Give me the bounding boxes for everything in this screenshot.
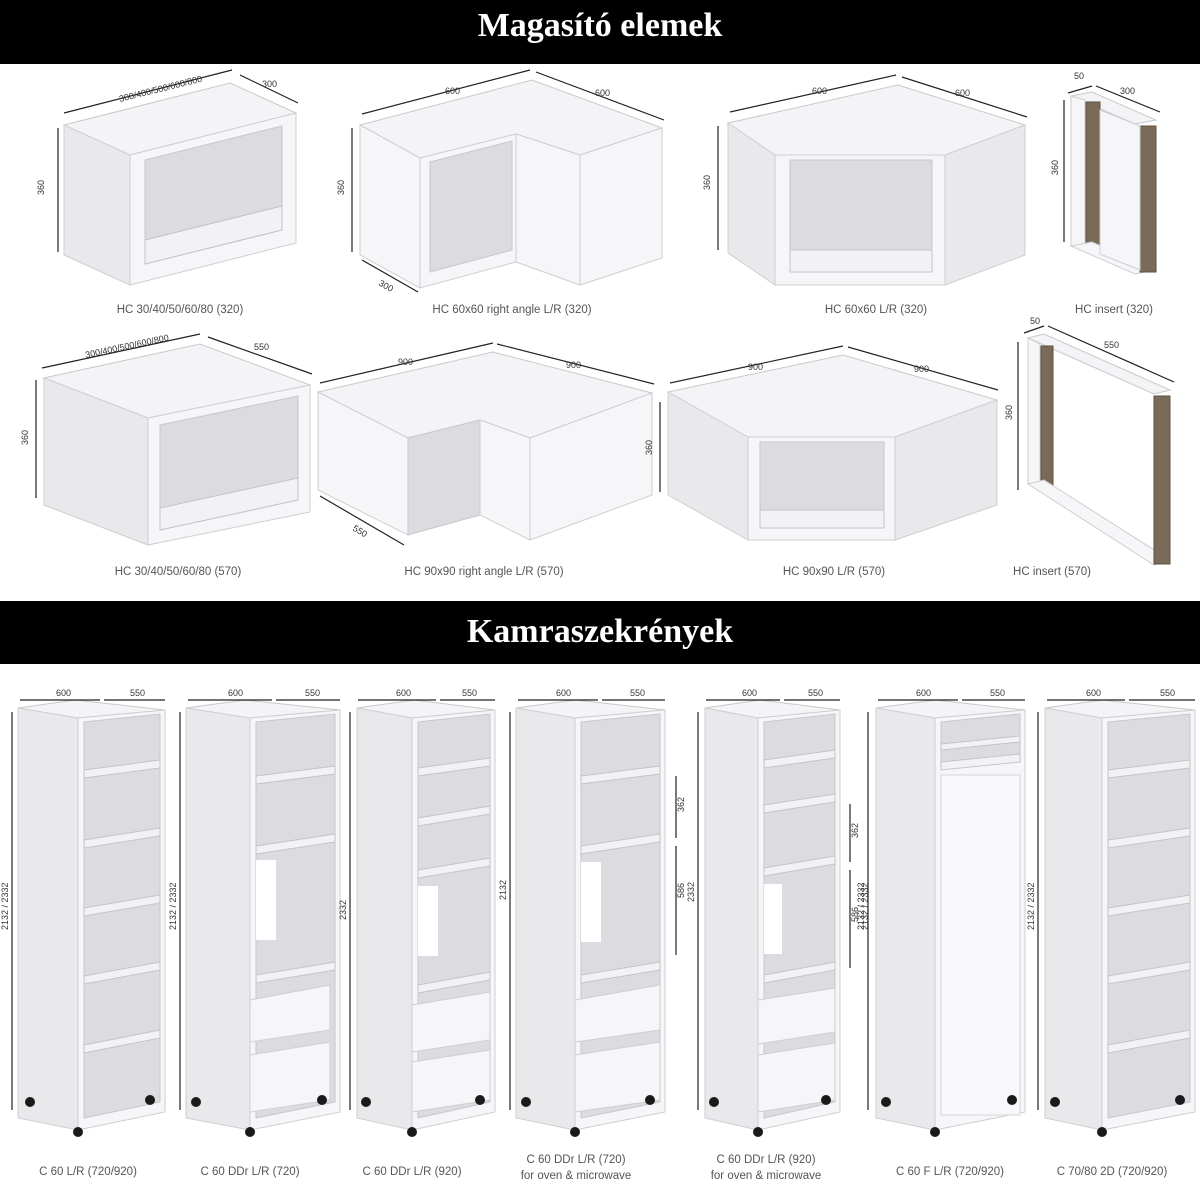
dim-label: 2132 / 2332: [1026, 882, 1036, 930]
section-banner-kamraszekrenyek: Kamraszekrények: [0, 601, 1200, 664]
dim-label: 900: [914, 364, 929, 374]
cabinet-hc-90x90-570: 900 900: [666, 345, 999, 541]
product-caption: HC 60x60 L/R (320): [825, 304, 927, 316]
dim-label: 600: [228, 688, 243, 698]
dim-label: 550: [1104, 340, 1119, 350]
pantry-cabinet-c60: 600 550 2132 / 2332: [0, 688, 166, 1137]
dim-label: 2332: [338, 900, 348, 920]
dim-label: 550: [462, 688, 477, 698]
dim-label: 2132 / 2332: [0, 882, 10, 930]
product-caption: HC insert (320): [1075, 304, 1153, 316]
product-caption: C 70/80 2D (720/920): [1057, 1166, 1168, 1178]
dim-label: 2132 / 2332: [860, 882, 870, 930]
cabinet-hc-60x60-320: 600 600 360: [702, 74, 1028, 286]
pantry-cabinet-c60-ddr-920: 600 550 2332: [338, 688, 496, 1137]
dim-label: 300: [262, 79, 277, 89]
product-caption: HC 90x90 L/R (570): [783, 566, 885, 578]
dim-label: 360: [36, 180, 46, 195]
cabinet-hc-320: 300/400/500/600/800 300 360: [36, 69, 299, 286]
product-caption-sub: for oven & microwave: [711, 1170, 822, 1182]
product-caption: C 60 DDr L/R (720): [200, 1166, 299, 1178]
pantry-cabinet-c70-80-2d: 600 550 2132 / 2332: [1026, 688, 1196, 1137]
cabinet-hc-60x60-right-angle-320: 600 600 360 300: [336, 69, 665, 294]
dim-label: 550: [990, 688, 1005, 698]
section-title: Kamraszekrények: [466, 613, 734, 650]
dim-label: 300: [1120, 86, 1135, 96]
section-title: Magasító elemek: [477, 7, 723, 44]
dim-label: 600: [916, 688, 931, 698]
dim-label: 600: [742, 688, 757, 698]
section-banner-magasito: Magasító elemek: [0, 0, 1200, 64]
dim-label: 50: [1074, 71, 1084, 81]
dim-label: 2132: [498, 880, 508, 900]
product-caption: C 60 L/R (720/920): [39, 1166, 137, 1178]
hc-insert-320: 50 300 360: [1050, 71, 1161, 275]
dim-label: 600: [955, 88, 970, 98]
dim-label: 550: [130, 688, 145, 698]
dim-label: 600: [812, 86, 827, 96]
pantry-cabinet-c60-ddr-720-oven: 600 550 2132 362 586 2332: [498, 688, 696, 1137]
product-caption-sub: for oven & microwave: [521, 1170, 632, 1182]
dim-label: 360: [336, 180, 346, 195]
dim-label: 586: [850, 907, 860, 922]
product-caption: C 60 F L/R (720/920): [896, 1166, 1004, 1178]
dim-label: 550: [1160, 688, 1175, 698]
product-caption: C 60 DDr L/R (920): [362, 1166, 461, 1178]
cabinet-hc-570: 300/400/500/600/800 550 360: [20, 332, 313, 546]
dim-label: 50: [1030, 316, 1040, 326]
product-caption: HC 60x60 right angle L/R (320): [432, 304, 591, 316]
pantry-cabinet-c60-ddr-920-oven: 600 550 362 586 2132 / 2332: [697, 688, 870, 1137]
dim-label: 550: [351, 523, 369, 539]
dim-label: 550: [808, 688, 823, 698]
pantry-cabinet-c60-ddr-720: 600 550 2132 / 2332: [168, 688, 341, 1137]
dim-label: 600: [1086, 688, 1101, 698]
dim-label: 550: [305, 688, 320, 698]
product-caption: HC insert (570): [1013, 566, 1091, 578]
dim-label: 600: [56, 688, 71, 698]
cabinet-hc-90x90-right-angle-570: 900 900 550: [316, 342, 661, 546]
dim-label: 2332: [686, 882, 696, 902]
dim-label: 362: [850, 823, 860, 838]
dim-label: 2132 / 2332: [168, 882, 178, 930]
dim-label: 900: [398, 357, 413, 367]
dim-label: 362: [676, 797, 686, 812]
dim-label: 586: [676, 883, 686, 898]
dim-label: 600: [556, 688, 571, 698]
dim-label: 360: [20, 430, 30, 445]
dim-label: 600: [445, 86, 460, 96]
product-caption: C 60 DDr L/R (920): [716, 1154, 815, 1166]
dim-label: 2132 / 2332: [856, 882, 866, 930]
hc-insert-570: 50 550 360: [1004, 316, 1175, 566]
dim-label: 600: [396, 688, 411, 698]
product-caption: HC 90x90 right angle L/R (570): [404, 566, 563, 578]
pantry-cabinet-c60-f: 600 550 2132 / 2332: [856, 688, 1026, 1137]
dim-label: 360: [644, 440, 654, 455]
product-caption: C 60 DDr L/R (720): [526, 1154, 625, 1166]
product-caption: HC 30/40/50/60/80 (570): [115, 566, 242, 578]
dim-label: 900: [748, 362, 763, 372]
dim-label: 900: [566, 360, 581, 370]
dim-label: 300: [377, 278, 395, 294]
dim-label: 550: [254, 342, 269, 352]
dim-label: 360: [1004, 405, 1014, 420]
dim-label: 600: [595, 88, 610, 98]
dim-label: 360: [1050, 160, 1060, 175]
dim-label: 360: [702, 175, 712, 190]
product-caption: HC 30/40/50/60/80 (320): [117, 304, 244, 316]
dim-label: 550: [630, 688, 645, 698]
